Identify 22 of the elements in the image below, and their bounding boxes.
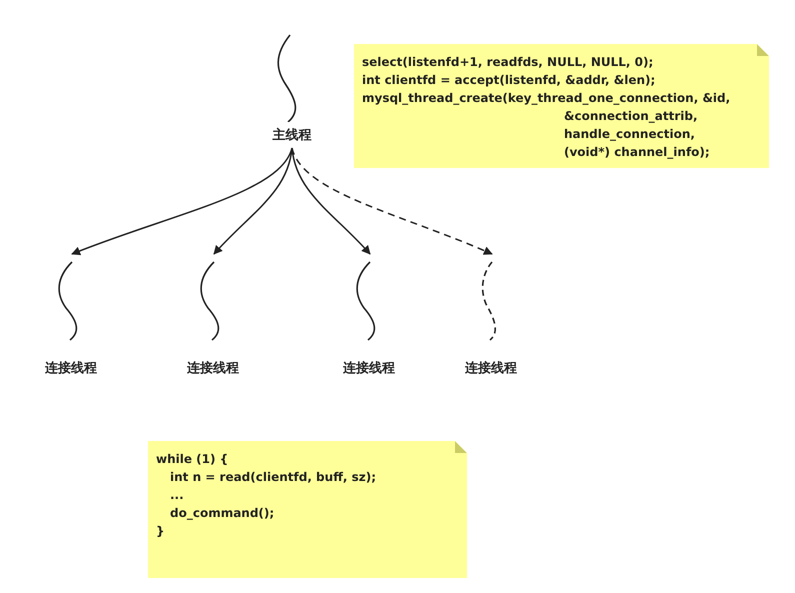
arrow: [213, 148, 293, 255]
thread-label: 连接线程: [343, 360, 395, 377]
code-line: mysql_thread_create(key_thread_one_connection, &id,: [362, 90, 730, 107]
thread-label: 连接线程: [187, 360, 239, 377]
code-line: (void*) channel_info);: [564, 144, 710, 161]
arrow: [71, 148, 293, 256]
arrow: [291, 148, 493, 255]
code-line: handle_connection,: [564, 126, 695, 143]
code-line: int clientfd = accept(listenfd, &addr, &len);: [362, 72, 656, 89]
code-line: select(listenfd+1, readfds, NULL, NULL, 0);: [362, 54, 654, 71]
sticky-note: [354, 44, 769, 168]
thread-label: 连接线程: [45, 360, 97, 377]
code-line: }: [156, 523, 165, 540]
thread-label: 连接线程: [465, 360, 517, 377]
sticky-note: [148, 441, 467, 578]
code-line: do_command();: [170, 505, 274, 522]
thread-label: 主线程: [272, 126, 312, 144]
code-line: int n = read(clientfd, buff, sz);: [170, 469, 376, 486]
code-line: while (1) {: [156, 451, 228, 468]
code-line: ...: [170, 487, 184, 504]
arrow: [291, 148, 371, 255]
code-line: &connection_attrib,: [564, 108, 698, 125]
